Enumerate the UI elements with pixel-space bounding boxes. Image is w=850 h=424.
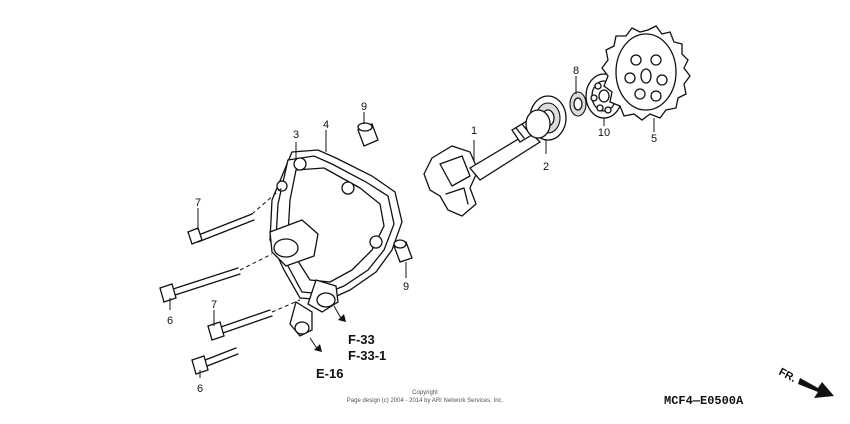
callout-6-upper: 6: [167, 315, 173, 327]
impeller-shaft: [423, 117, 542, 217]
callout-9-upper: 9: [361, 101, 367, 113]
ref-e16: E-16: [316, 366, 343, 381]
direction-label: FR.: [777, 366, 798, 385]
callout-4: 4: [323, 119, 329, 131]
diagram-code: MCF4—E0500A: [664, 394, 744, 408]
callout-3: 3: [293, 129, 299, 141]
inlet-opening: [273, 238, 299, 258]
callout-8: 8: [573, 65, 579, 77]
bolt-7-upper: [187, 213, 255, 245]
flow-arrows: [309, 305, 346, 352]
leader-lines: [169, 76, 655, 378]
bolt-7-lower: [207, 309, 273, 341]
callout-10: 10: [598, 127, 610, 139]
impeller-blades: [423, 145, 479, 217]
cover-boss-lower: [369, 235, 383, 249]
cover-boss-right: [341, 181, 355, 195]
callout-7-lower: 7: [211, 299, 217, 311]
bolts: [159, 187, 301, 375]
cover-boss-top: [293, 157, 307, 171]
mechanical-seal: [525, 95, 567, 141]
lower-pipe-opening: [294, 321, 310, 335]
driven-gear: [601, 25, 691, 121]
pump-cover-assembly: [269, 149, 403, 337]
callout-7-upper: 7: [195, 197, 201, 209]
bolt-6-upper: [159, 267, 241, 303]
cover-boss-left: [276, 180, 288, 192]
callout-1: 1: [471, 125, 477, 137]
callout-6-lower: 6: [197, 383, 203, 395]
dowel-pin-lower: [393, 239, 413, 263]
outlet-opening: [316, 292, 336, 308]
front-direction-indicator: FR.: [777, 366, 834, 398]
copyright-line-2: Page design (c) 2004 - 2014 by ARI Netwo…: [347, 398, 504, 404]
arrow-to-e16: [314, 344, 322, 352]
callout-5: 5: [651, 133, 657, 145]
direction-arrow-icon: [798, 378, 834, 398]
shaft-body: [469, 131, 542, 181]
bolt-6-lower: [191, 347, 239, 375]
ref-f33-1: F-33-1: [348, 348, 386, 363]
callout-9-lower: 9: [403, 281, 409, 293]
callout-2: 2: [543, 161, 549, 173]
ref-f33: F-33: [348, 332, 375, 347]
arrow-to-f33: [338, 314, 346, 322]
seal-ring: [569, 91, 587, 117]
copyright-line-1: Copyright: [412, 390, 438, 396]
dowel-pin-upper: [357, 122, 379, 147]
